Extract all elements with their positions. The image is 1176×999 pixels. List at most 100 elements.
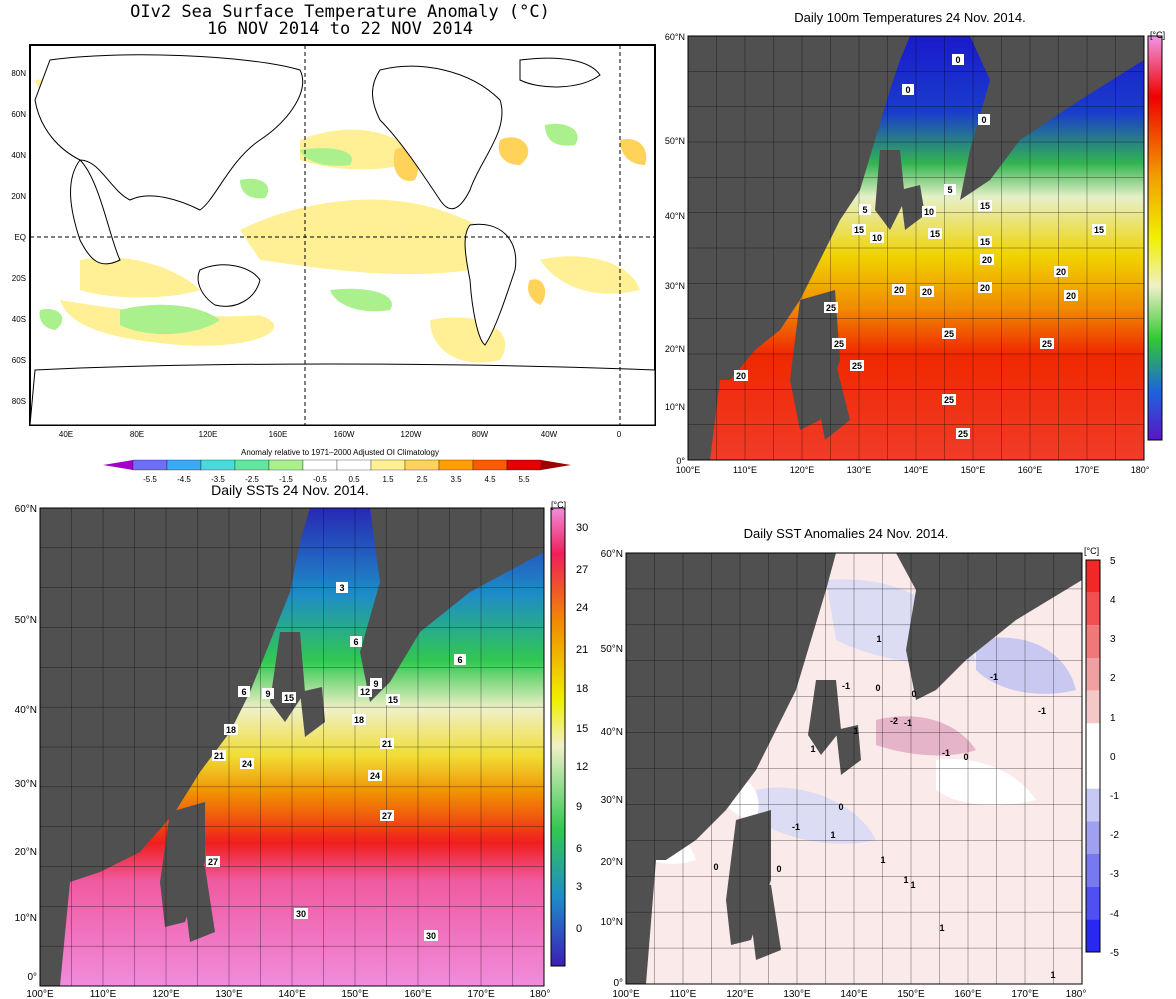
svg-text:20: 20: [736, 371, 746, 381]
contour-label: 27: [380, 810, 394, 821]
contour-label: 1: [830, 830, 835, 840]
lon-label: 180°: [1131, 465, 1150, 475]
global-title: OIv2 Sea Surface Temperature Anomaly (°C…: [20, 4, 660, 38]
sst-map: 3 6 6 6 9 12 9 15 15 18 18 21 21 24 24 2…: [15, 500, 589, 999]
svg-text:25: 25: [944, 395, 954, 405]
contour-label: 25: [956, 428, 970, 439]
contour-label: 24: [240, 758, 254, 769]
lon-label: 0: [617, 430, 622, 439]
lon-label: 140°E: [278, 989, 306, 999]
lat-labels: 60°N 50°N 40°N 30°N 20°N 10°N 0°: [15, 504, 37, 983]
cb-tick: -2: [1110, 830, 1119, 841]
cb-tick: -3: [1110, 869, 1119, 880]
lon-label: 80W: [472, 430, 489, 439]
svg-text:21: 21: [214, 751, 224, 761]
contour-label: 25: [824, 302, 838, 313]
sst-title: Daily SSTs 24 Nov. 2014.: [211, 482, 369, 498]
svg-text:27: 27: [382, 811, 392, 821]
lat-label: EQ: [14, 233, 26, 242]
cb-tick: -0.5: [313, 475, 327, 484]
cb-tick: 2: [1110, 673, 1116, 684]
temp100m-map: 0 0 0 5 5 10 15 10 15 15 15 15 20 20 20 …: [665, 30, 1165, 475]
cb-tick: -2.5: [245, 475, 259, 484]
contour-label: 0: [978, 114, 990, 125]
svg-text:5: 5: [947, 185, 952, 195]
svg-text:27: 27: [208, 857, 218, 867]
contour-label: 25: [942, 328, 956, 339]
contour-label: 1: [810, 744, 815, 754]
global-colorbar-ticks: -5.5 -4.5 -3.5 -2.5 -1.5 -0.5 0.5 1.5 2.…: [143, 475, 530, 484]
svg-text:30: 30: [296, 909, 306, 919]
colorbar-caption: Anomaly relative to 1971–2000 Adjusted O…: [241, 448, 439, 457]
sst-colorbar: [550, 507, 566, 967]
anomaly-colorbar-ticks: 5 4 3 2 1 0 -1 -2 -3 -4 -5: [1110, 556, 1119, 959]
lat-label: 40S: [12, 315, 26, 324]
lon-label: 170°E: [1011, 989, 1039, 999]
contour-label: 10: [870, 232, 884, 243]
svg-text:0: 0: [905, 85, 910, 95]
svg-text:20: 20: [1066, 291, 1076, 301]
cb-tick: 12: [576, 761, 588, 773]
grid: [626, 553, 1082, 984]
lat-label: 80S: [12, 397, 26, 406]
grid: [40, 508, 544, 986]
svg-text:25: 25: [1042, 339, 1052, 349]
svg-text:25: 25: [958, 429, 968, 439]
contour-label: -2: [890, 716, 898, 726]
svg-text:6: 6: [241, 687, 246, 697]
svg-text:6: 6: [457, 655, 462, 665]
lat-label: 40N: [11, 151, 26, 160]
lon-label: 150°E: [341, 989, 369, 999]
colorbar-bin: [1086, 625, 1100, 658]
temp100m-title: Daily 100m Temperatures 24 Nov. 2014.: [794, 10, 1026, 25]
lat-label: 60N: [11, 110, 26, 119]
lat-label: 20°N: [15, 847, 37, 858]
lat-label: 50°N: [15, 615, 37, 626]
contour-label: 25: [1040, 338, 1054, 349]
colorbar-bin: [268, 459, 304, 471]
colorbar-bin: [1086, 821, 1100, 854]
colorbar-bin: [404, 459, 440, 471]
contour-label: 21: [212, 750, 226, 761]
lon-label: 120E: [199, 430, 218, 439]
colorbar-bin: [1086, 919, 1100, 952]
lon-label: 120°E: [152, 989, 180, 999]
lon-labels: 100°E 110°E 120°E 130°E 140°E 150°E 160°…: [676, 465, 1150, 475]
cb-tick: 9: [576, 801, 582, 813]
lon-label: 130°E: [215, 989, 243, 999]
temp100m-unit: [°C]: [1150, 30, 1165, 40]
lat-label: 60°N: [601, 549, 623, 560]
contour-label: 9: [262, 688, 274, 699]
grid: [688, 36, 1144, 460]
sst-anomaly-map: 1 0 -1 -1 0 -2 -1 1 -1 -1 1 0 0 1 -1 0 0…: [601, 546, 1120, 999]
svg-text:20: 20: [894, 285, 904, 295]
temp100m-panel: Daily 100m Temperatures 24 Nov. 2014.: [660, 0, 1176, 500]
contour-label: 1: [939, 923, 944, 933]
contour-label: 10: [922, 206, 936, 217]
cb-tick: -5.5: [143, 475, 157, 484]
lat-label: 60°N: [665, 32, 685, 42]
contour-label: 5: [944, 184, 956, 195]
global-title-line1: OIv2 Sea Surface Temperature Anomaly (°C…: [130, 2, 550, 22]
contour-label: 27: [206, 856, 220, 867]
contour-label: 18: [224, 724, 238, 735]
svg-text:15: 15: [388, 695, 398, 705]
lat-label: 0°: [613, 978, 623, 989]
lat-label: 10°N: [601, 917, 623, 928]
svg-text:25: 25: [826, 303, 836, 313]
lon-labels: 100°E 110°E 120°E 130°E 140°E 150°E 160°…: [26, 989, 550, 999]
svg-text:12: 12: [360, 687, 370, 697]
svg-text:15: 15: [980, 237, 990, 247]
cb-tick: 3: [1110, 634, 1116, 645]
colorbar-bin: [336, 459, 372, 471]
lon-label: 160E: [269, 430, 288, 439]
lon-label: 110°E: [733, 465, 757, 475]
colorbar-bin: [200, 459, 236, 471]
contour-label: 1: [1050, 970, 1055, 980]
contour-label: 1: [853, 726, 858, 736]
lat-label: 60°N: [15, 504, 37, 515]
cb-tick: 2.5: [416, 475, 428, 484]
lat-label: 20°N: [601, 857, 623, 868]
lon-label: 120°E: [726, 989, 754, 999]
contour-label: 21: [380, 738, 394, 749]
